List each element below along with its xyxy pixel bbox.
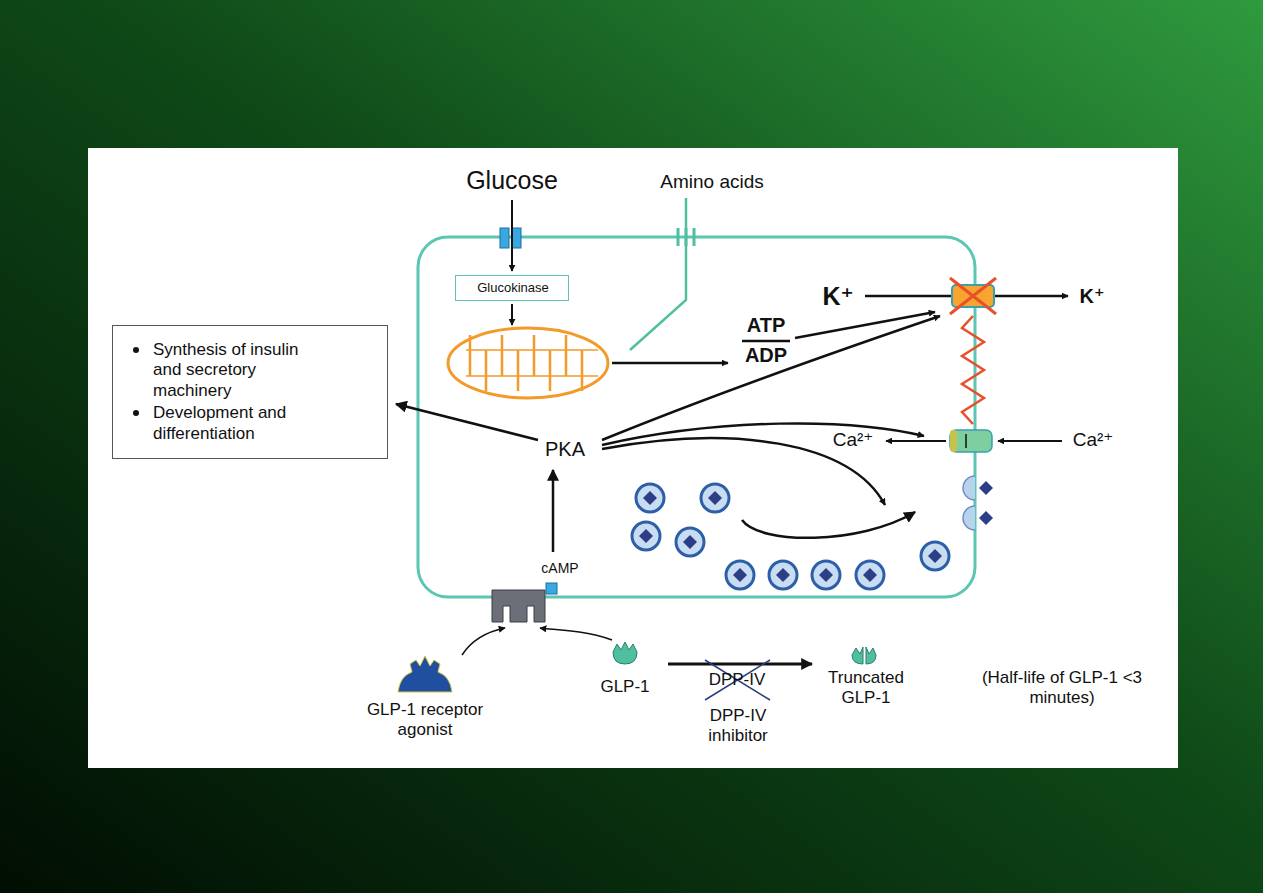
vesicle <box>726 561 754 589</box>
vesicle <box>769 561 797 589</box>
glucokinase-arrow <box>511 304 513 325</box>
fraction-bar <box>742 340 790 343</box>
vesicle <box>636 484 664 512</box>
atp-arrow <box>612 362 728 365</box>
glucose-arrow <box>511 200 513 271</box>
vesicle <box>701 484 729 512</box>
beta-cell-membrane <box>418 237 975 597</box>
katp-channel <box>865 278 1068 424</box>
bullet-text: Development and differentiation <box>153 403 325 444</box>
pka-arrows <box>396 316 940 552</box>
effects-box: Synthesis of insulin and secretory machi… <box>112 325 388 459</box>
crista <box>501 335 504 376</box>
enzyme-name: Glucokinase <box>464 280 562 296</box>
note: (Half-life of GLP-1 <3 minutes) <box>973 668 1151 707</box>
amino-acid-transporter <box>630 198 694 350</box>
ion-label: Ca²⁺ <box>1065 429 1121 451</box>
crista <box>581 350 584 391</box>
kinase-label: PKA <box>530 438 600 461</box>
cleavage-arrow <box>668 663 812 666</box>
insulin-vesicles <box>632 484 949 589</box>
glp1-shape <box>613 642 637 664</box>
ion-label: K⁺ <box>813 282 863 311</box>
drug-label: GLP-1 receptor agonist <box>350 700 500 739</box>
drug-label: DPP-IV inhibitor <box>693 706 783 745</box>
product-label: Truncated GLP-1 <box>816 668 916 707</box>
truncated-glp1-shape <box>852 647 876 664</box>
crista <box>565 335 568 376</box>
vesicle <box>676 528 704 556</box>
enzyme-box: Glucokinase <box>455 275 569 301</box>
white-panel <box>88 148 1178 768</box>
vesicle <box>812 561 840 589</box>
vesicle <box>632 522 660 550</box>
hormone-label: GLP-1 <box>590 677 660 697</box>
crista <box>466 350 598 376</box>
glucose-transporter <box>500 228 521 248</box>
ion-label: Ca²⁺ <box>825 429 881 451</box>
crista <box>485 350 488 391</box>
glp1-arrow <box>540 628 612 640</box>
vesicle <box>921 542 949 570</box>
bullet-text: Synthesis of insulin and secretory machi… <box>153 340 325 401</box>
ion-label: K⁺ <box>1072 285 1112 308</box>
bullet-dot <box>133 410 139 416</box>
agonist-arrow <box>462 628 505 655</box>
crista <box>517 350 520 391</box>
exocytosis <box>963 476 993 530</box>
crista <box>549 350 552 391</box>
messenger-label: cAMP <box>530 560 590 576</box>
agonist-shape <box>398 656 452 692</box>
bullet-dot <box>133 347 139 353</box>
crista <box>469 335 472 376</box>
ratio-label: ATP <box>731 314 801 337</box>
crista <box>533 335 536 376</box>
enzyme-label: DPP-IV <box>697 670 777 690</box>
substrate-label: Amino acids <box>637 171 787 193</box>
glp1-receptor <box>492 583 557 622</box>
vesicle <box>856 561 884 589</box>
ratio-label: ADP <box>731 344 801 367</box>
substrate-label: Glucose <box>442 166 582 195</box>
mitochondrion <box>448 328 608 398</box>
